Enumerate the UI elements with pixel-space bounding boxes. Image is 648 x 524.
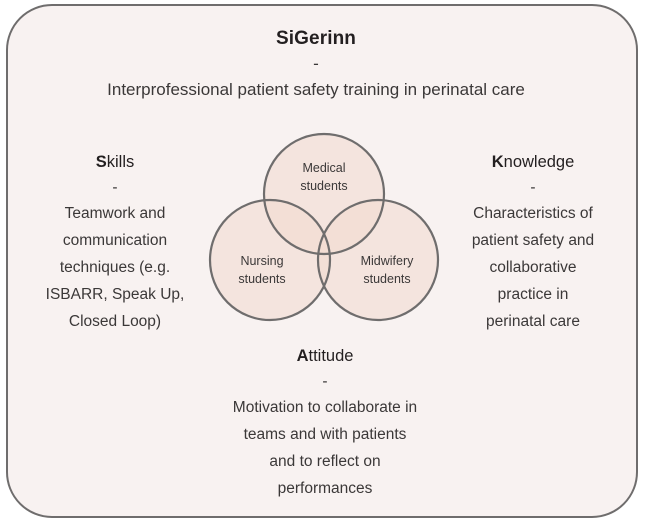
attitude-line: teams and with patients <box>243 426 407 443</box>
venn-label-medical-line2: students <box>300 179 347 193</box>
venn-circle-nursing-fill <box>210 200 330 320</box>
venn-label-nursing-line2: students <box>238 272 285 286</box>
skills-separator: - <box>112 179 118 196</box>
skills-initial: S <box>95 153 107 171</box>
venn-circle-nursing-outline <box>208 198 332 322</box>
figure-header: SiGerinn - Interprofessional patient saf… <box>0 26 632 103</box>
skills-heading: Skills <box>22 149 208 176</box>
attitude-initial: A <box>296 347 309 365</box>
knowledge-line: Characteristics of <box>473 205 593 222</box>
venn-diagram: Medical students Nursing students Midwif… <box>206 127 442 327</box>
knowledge-line: patient safety and <box>471 232 595 249</box>
skills-line: techniques (e.g. <box>59 259 171 276</box>
attitude-separator: - <box>322 373 328 390</box>
venn-labels: Medical students Nursing students Midwif… <box>238 161 414 286</box>
page-title: SiGerinn <box>276 28 356 49</box>
knowledge-initial: K <box>491 153 504 171</box>
page-subtitle: Interprofessional patient safety trainin… <box>107 80 525 99</box>
knowledge-block: Knowledge - Characteristics of patient s… <box>440 149 626 335</box>
venn-circle-medical-outline <box>262 132 386 256</box>
venn-label-midwifery-line1: Midwifery <box>361 254 415 268</box>
attitude-line: performances <box>277 480 373 497</box>
knowledge-body: Characteristics of patient safety and co… <box>440 200 626 335</box>
attitude-block: Attitude - Motivation to collaborate in … <box>175 343 475 502</box>
knowledge-heading-rest: nowledge <box>503 153 575 171</box>
attitude-line: Motivation to collaborate in <box>232 399 418 416</box>
skills-line: Teamwork and <box>64 205 166 222</box>
knowledge-line: collaborative <box>489 259 577 276</box>
skills-block: Skills - Teamwork and communication tech… <box>22 149 208 335</box>
venn-circle-midwifery-outline <box>316 198 440 322</box>
knowledge-heading: Knowledge <box>440 149 626 176</box>
venn-label-medical-line1: Medical <box>302 161 345 175</box>
knowledge-line: practice in <box>497 286 569 303</box>
venn-circle-fills <box>210 134 438 320</box>
venn-label-nursing-line1: Nursing <box>240 254 283 268</box>
venn-circle-outlines <box>208 132 440 322</box>
knowledge-line: perinatal care <box>486 313 580 330</box>
skills-line: ISBARR, Speak Up, <box>45 286 185 303</box>
attitude-heading: Attitude <box>175 343 475 370</box>
skills-body: Teamwork and communication techniques (e… <box>22 200 208 335</box>
attitude-line: and to reflect on <box>269 453 381 470</box>
attitude-heading-rest: ttitude <box>308 347 354 365</box>
skills-line: communication <box>62 232 168 249</box>
skills-line: Closed Loop) <box>68 313 162 330</box>
venn-label-midwifery-line2: students <box>363 272 410 286</box>
knowledge-separator: - <box>530 179 536 196</box>
header-separator: - <box>313 54 319 73</box>
skills-heading-rest: kills <box>106 153 135 171</box>
attitude-body: Motivation to collaborate in teams and w… <box>175 394 475 502</box>
venn-circle-midwifery-fill <box>318 200 438 320</box>
